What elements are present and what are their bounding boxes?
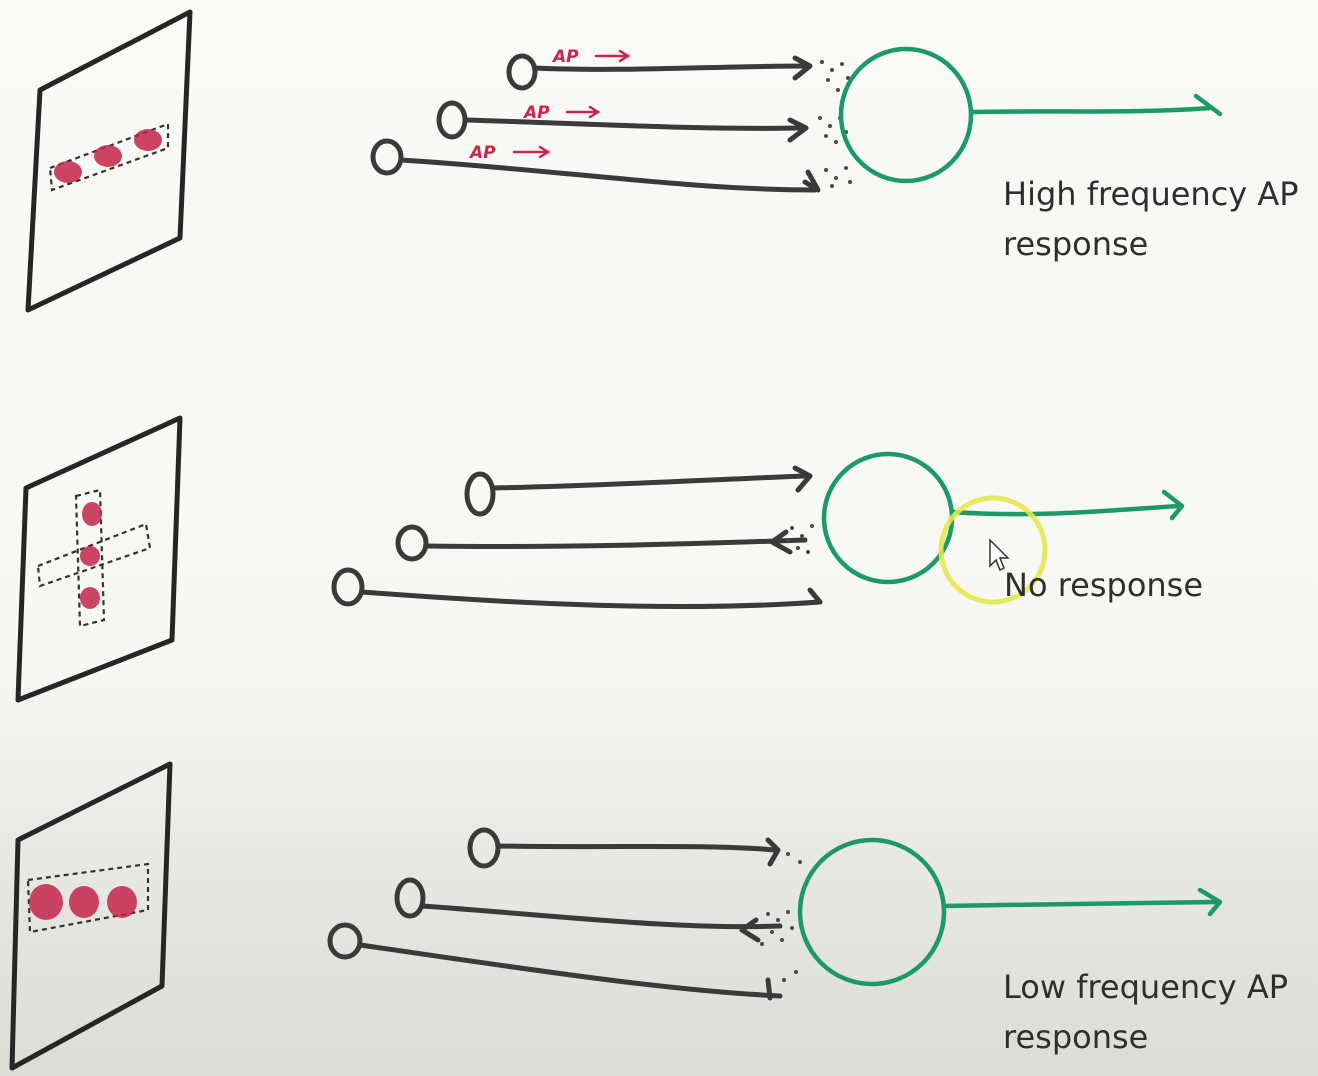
row-top: AP AP AP High frequency AP response — [25, 9, 1299, 313]
response-label-bottom-line1: Low frequency AP — [1003, 968, 1288, 1006]
neurotransmitter-dots — [786, 524, 814, 554]
stimulus-spot — [69, 886, 99, 918]
presynaptic-neuron — [464, 465, 813, 517]
response-label-top-line2: response — [1003, 225, 1148, 263]
neurotransmitter-dots — [760, 852, 802, 982]
presynaptic-neuron — [436, 100, 809, 143]
response-label-top-line1: High frequency AP — [1003, 175, 1299, 213]
ap-label: AP — [468, 143, 551, 163]
stimulus-spot — [54, 161, 82, 183]
stimulus-spot — [134, 129, 162, 151]
response-label-middle: No response — [1004, 566, 1203, 604]
presynaptic-neuron — [370, 138, 821, 193]
row-bottom: Low frequency AP response — [9, 761, 1288, 1071]
neurotransmitter-dots — [818, 60, 852, 188]
postsynaptic-neuron-top — [838, 46, 1223, 184]
postsynaptic-neuron-bottom — [797, 837, 1223, 987]
stimulus-bar-vertical — [74, 488, 106, 628]
stimulus-spot — [94, 145, 122, 167]
ap-label: AP — [551, 47, 631, 67]
svg-text:AP: AP — [522, 103, 550, 123]
stimulus-spot — [107, 886, 137, 918]
stimulus-spot — [29, 884, 63, 920]
presynaptic-neuron — [394, 877, 783, 943]
presynaptic-neuron — [327, 922, 783, 1001]
postsynaptic-neuron-middle — [821, 451, 1185, 585]
ap-label: AP — [522, 103, 601, 123]
row-middle: No response — [15, 415, 1203, 703]
svg-text:AP: AP — [551, 47, 579, 67]
presynaptic-neuron — [331, 567, 823, 610]
stimulus-bar-top — [48, 122, 170, 192]
stimulus-bar-horizontal — [36, 522, 152, 588]
stimulus-spot — [82, 502, 102, 526]
cursor-pointer-icon — [989, 538, 1010, 572]
stimulus-spot — [80, 587, 100, 609]
stimulus-spot — [80, 546, 100, 566]
presynaptic-neuron — [467, 827, 781, 869]
response-label-bottom-line2: response — [1003, 1018, 1148, 1056]
svg-text:AP: AP — [468, 143, 496, 163]
receptive-field-panel-top — [25, 9, 193, 313]
receptive-field-panel-middle — [15, 415, 183, 703]
receptive-field-panel-bottom — [9, 761, 173, 1071]
cursor-highlight-ring — [938, 495, 1048, 605]
presynaptic-neuron — [395, 524, 808, 562]
presynaptic-neuron — [506, 53, 813, 91]
